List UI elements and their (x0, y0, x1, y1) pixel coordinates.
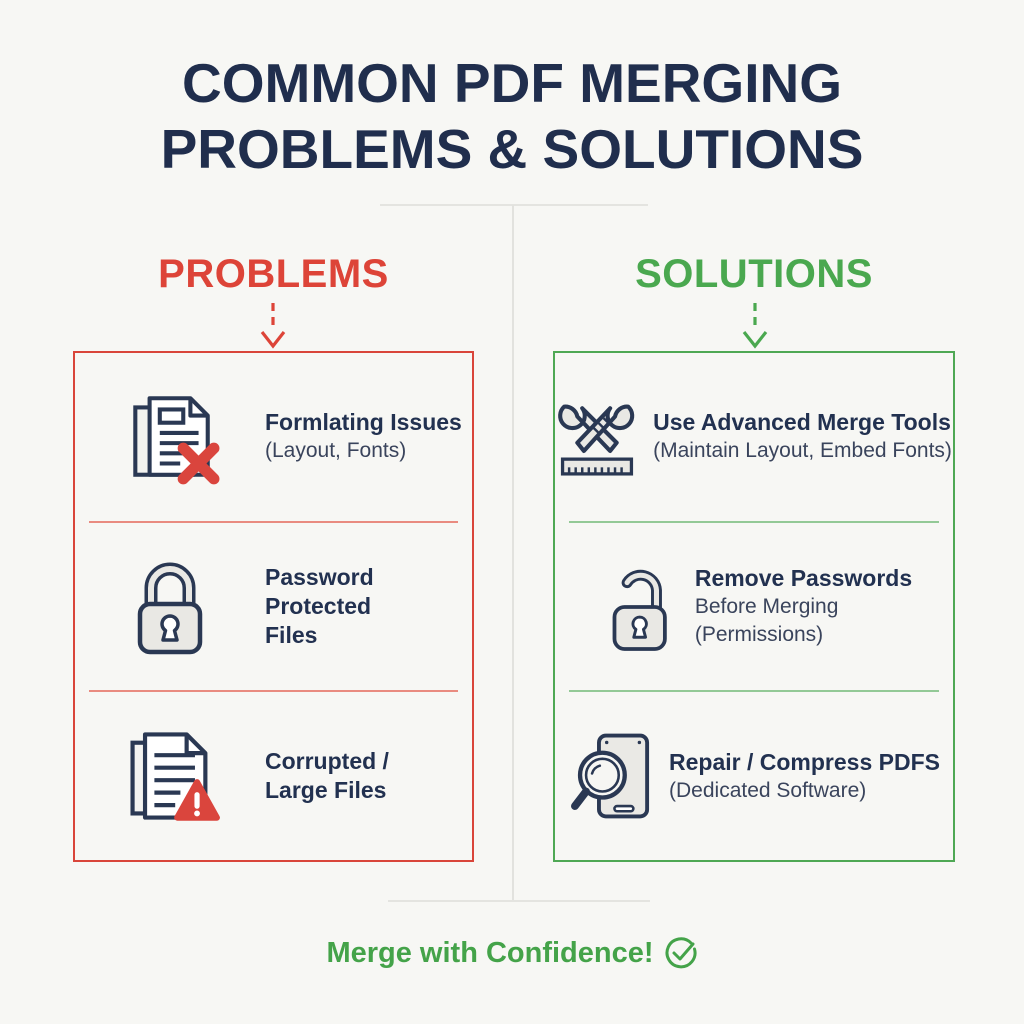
problems-header: PROBLEMS (158, 252, 389, 296)
item-subtitle: Before Merging (Permissions) (694, 595, 839, 646)
crossed-tools-icon (558, 404, 635, 476)
divider-top-cap (380, 204, 648, 206)
item-title: Corrupted / Large Files (265, 748, 389, 804)
problem-item-password: Password Protected Files (75, 523, 472, 691)
divider-bottom-cap (388, 900, 650, 902)
problem-item-corrupted: Corrupted / Large Files (75, 692, 472, 860)
row-divider (89, 690, 458, 693)
problem-item-formatting: Formlating Issues (Layout, Fonts) (75, 353, 472, 521)
solutions-panel: Use Advanced Merge Tools (Maintain Layou… (553, 351, 955, 862)
solution-item-repair-compress: Repair / Compress PDFS (Dedicated Softwa… (555, 692, 953, 860)
divider-vertical (512, 205, 514, 901)
item-title: Repair / Compress PDFS (669, 748, 940, 775)
item-subtitle: (Dedicated Software) (669, 778, 867, 802)
padlock-locked-icon (137, 562, 203, 654)
page-title: COMMON PDF MERGING PROBLEMS & SOLUTIONS (160, 52, 864, 180)
check-circle-icon (665, 937, 697, 969)
footer-tagline: Merge with Confidence! (0, 936, 1024, 970)
row-divider (89, 520, 458, 523)
solution-item-merge-tools: Use Advanced Merge Tools (Maintain Layou… (555, 353, 953, 521)
document-warning-icon (130, 732, 220, 821)
problems-panel: Formlating Issues (Layout, Fonts) Passwo… (73, 351, 474, 862)
item-subtitle: (Layout, Fonts) (265, 439, 407, 463)
row-divider (569, 690, 939, 693)
item-title: Remove Passwords (694, 565, 913, 591)
document-x-icon (133, 396, 220, 485)
padlock-open-icon (612, 569, 667, 651)
solution-item-remove-passwords: Remove Passwords Before Merging (Permiss… (555, 523, 953, 691)
arrow-down-icon (260, 303, 286, 349)
item-title: Password Protected Files (265, 564, 374, 648)
arrow-down-icon (742, 303, 768, 349)
item-title: Use Advanced Merge Tools (653, 409, 951, 436)
item-subtitle: (Maintain Layout, Embed Fonts) (653, 439, 952, 463)
footer-text: Merge with Confidence! (326, 936, 654, 969)
row-divider (569, 520, 939, 523)
magnifier-phone-icon (571, 733, 650, 819)
item-title: Formlating Issues (265, 409, 462, 436)
solutions-header: SOLUTIONS (635, 252, 873, 296)
